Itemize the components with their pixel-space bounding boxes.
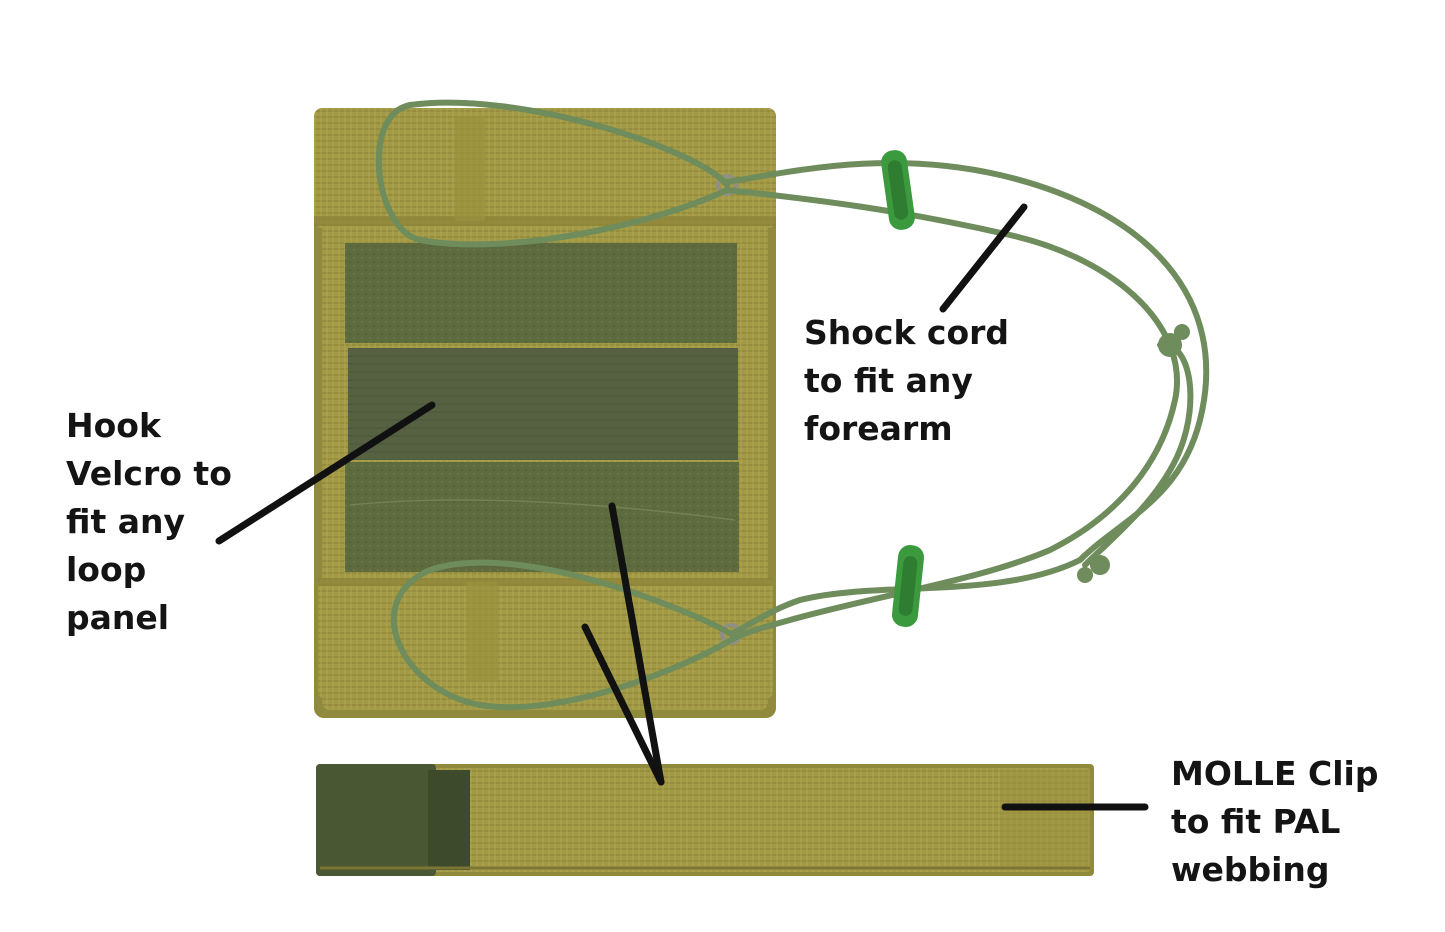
velcro-band-middle [348,348,738,460]
label-line: Shock cord [804,313,1010,352]
pointer-lines [215,203,1149,811]
molle-pointer-left [581,623,665,786]
bottom-strap [318,578,773,698]
velcro-band-bottom [345,462,739,572]
label-line: panel [66,598,170,637]
velcro-band-top [345,243,737,343]
molle-clip-strap [316,764,1094,876]
label-line: forearm [804,409,953,448]
shock-cord-label: Shock cord to fit any forearm [804,309,1009,453]
label-line: fit any [66,502,185,541]
label-line: MOLLE Clip [1171,754,1379,793]
top-strap [314,108,776,228]
shock-cord [375,99,1210,711]
label-line: loop [66,550,147,589]
hook-velcro-label: Hook Velcro to fit any loop panel [66,402,232,642]
hook-velcro-pointer [215,401,436,545]
molle-velcro-tab [316,764,436,876]
molle-pointer-right [608,502,665,786]
molle-clip-label: MOLLE Clip to fit PAL webbing [1171,750,1378,894]
shock-cord-pointer [939,203,1028,313]
label-line: to fit any [804,361,973,400]
armband-panel [314,108,776,718]
label-line: Velcro to [66,454,232,493]
label-line: to fit PAL [1171,802,1341,841]
cord-locks [881,150,925,627]
cord-knots [1077,324,1190,583]
label-line: Hook [66,406,161,445]
grommet-top [716,174,738,196]
label-line: webbing [1171,850,1330,889]
